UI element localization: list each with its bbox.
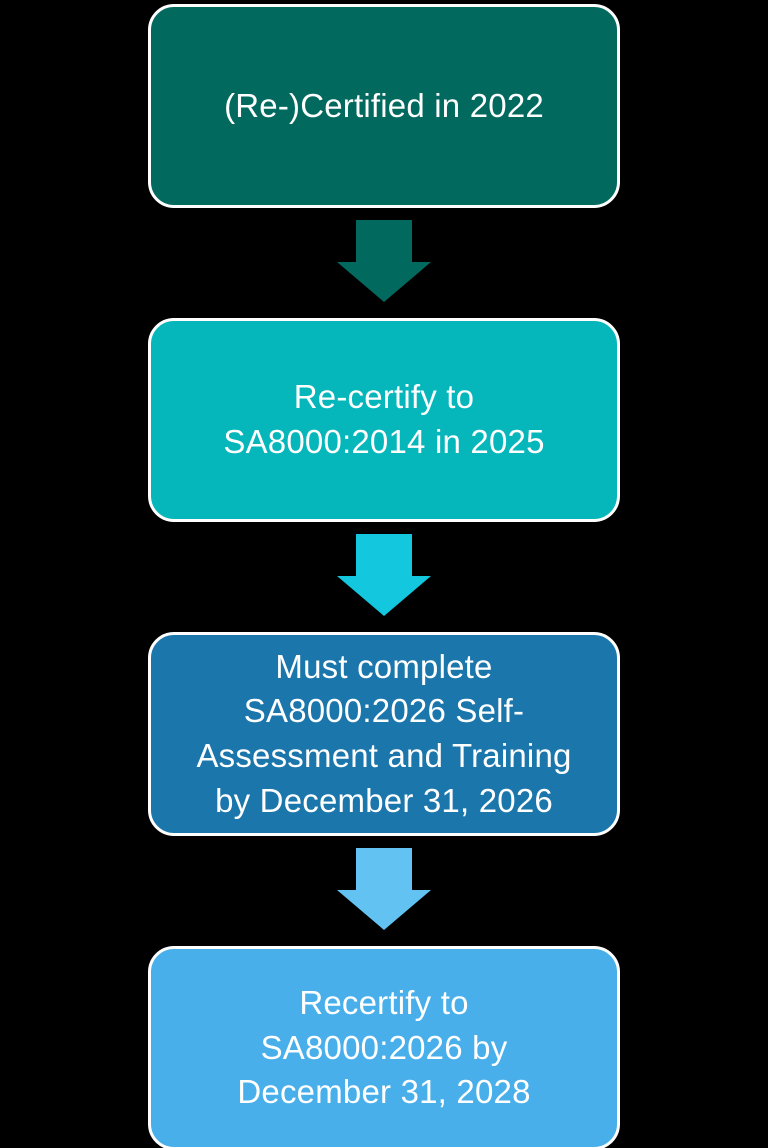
flow-step-1-line: (Re-)Certified in 2022 xyxy=(224,86,544,124)
flow-step-3-label: Must complete SA8000:2026 Self- Assessme… xyxy=(196,645,571,823)
flow-step-3-line: Assessment and Training xyxy=(196,737,572,774)
down-arrow-icon-2 xyxy=(337,534,431,616)
flow-step-2-label: Re-certify to SA8000:2014 in 2025 xyxy=(223,375,544,464)
flow-step-4-label: Recertify to SA8000:2026 by December 31,… xyxy=(237,981,530,1115)
down-arrow-shape xyxy=(337,848,431,930)
flow-step-4-box: Recertify to SA8000:2026 by December 31,… xyxy=(148,946,620,1148)
flow-step-4-line: SA8000:2026 by xyxy=(260,1028,508,1066)
flow-step-2-line: SA8000:2014 in 2025 xyxy=(223,423,545,460)
flow-step-3-line: Must complete xyxy=(275,647,493,685)
flow-step-3-line: by December 31, 2026 xyxy=(215,781,553,819)
down-arrow-icon-3 xyxy=(337,848,431,930)
flow-step-2-line: Re-certify to xyxy=(293,378,475,416)
down-arrow-shape xyxy=(337,220,431,302)
flow-step-2-box: Re-certify to SA8000:2014 in 2025 xyxy=(148,318,620,522)
flow-step-3-box: Must complete SA8000:2026 Self- Assessme… xyxy=(148,632,620,836)
flow-step-4-line: December 31, 2028 xyxy=(237,1073,531,1111)
flow-step-1-box: (Re-)Certified in 2022 xyxy=(148,4,620,208)
down-arrow-icon-1 xyxy=(337,220,431,302)
flow-step-4-line: Recertify to xyxy=(299,984,469,1022)
down-arrow-shape xyxy=(337,534,431,616)
flow-step-3-line: SA8000:2026 Self- xyxy=(243,692,525,730)
flow-step-1-label: (Re-)Certified in 2022 xyxy=(224,84,544,129)
